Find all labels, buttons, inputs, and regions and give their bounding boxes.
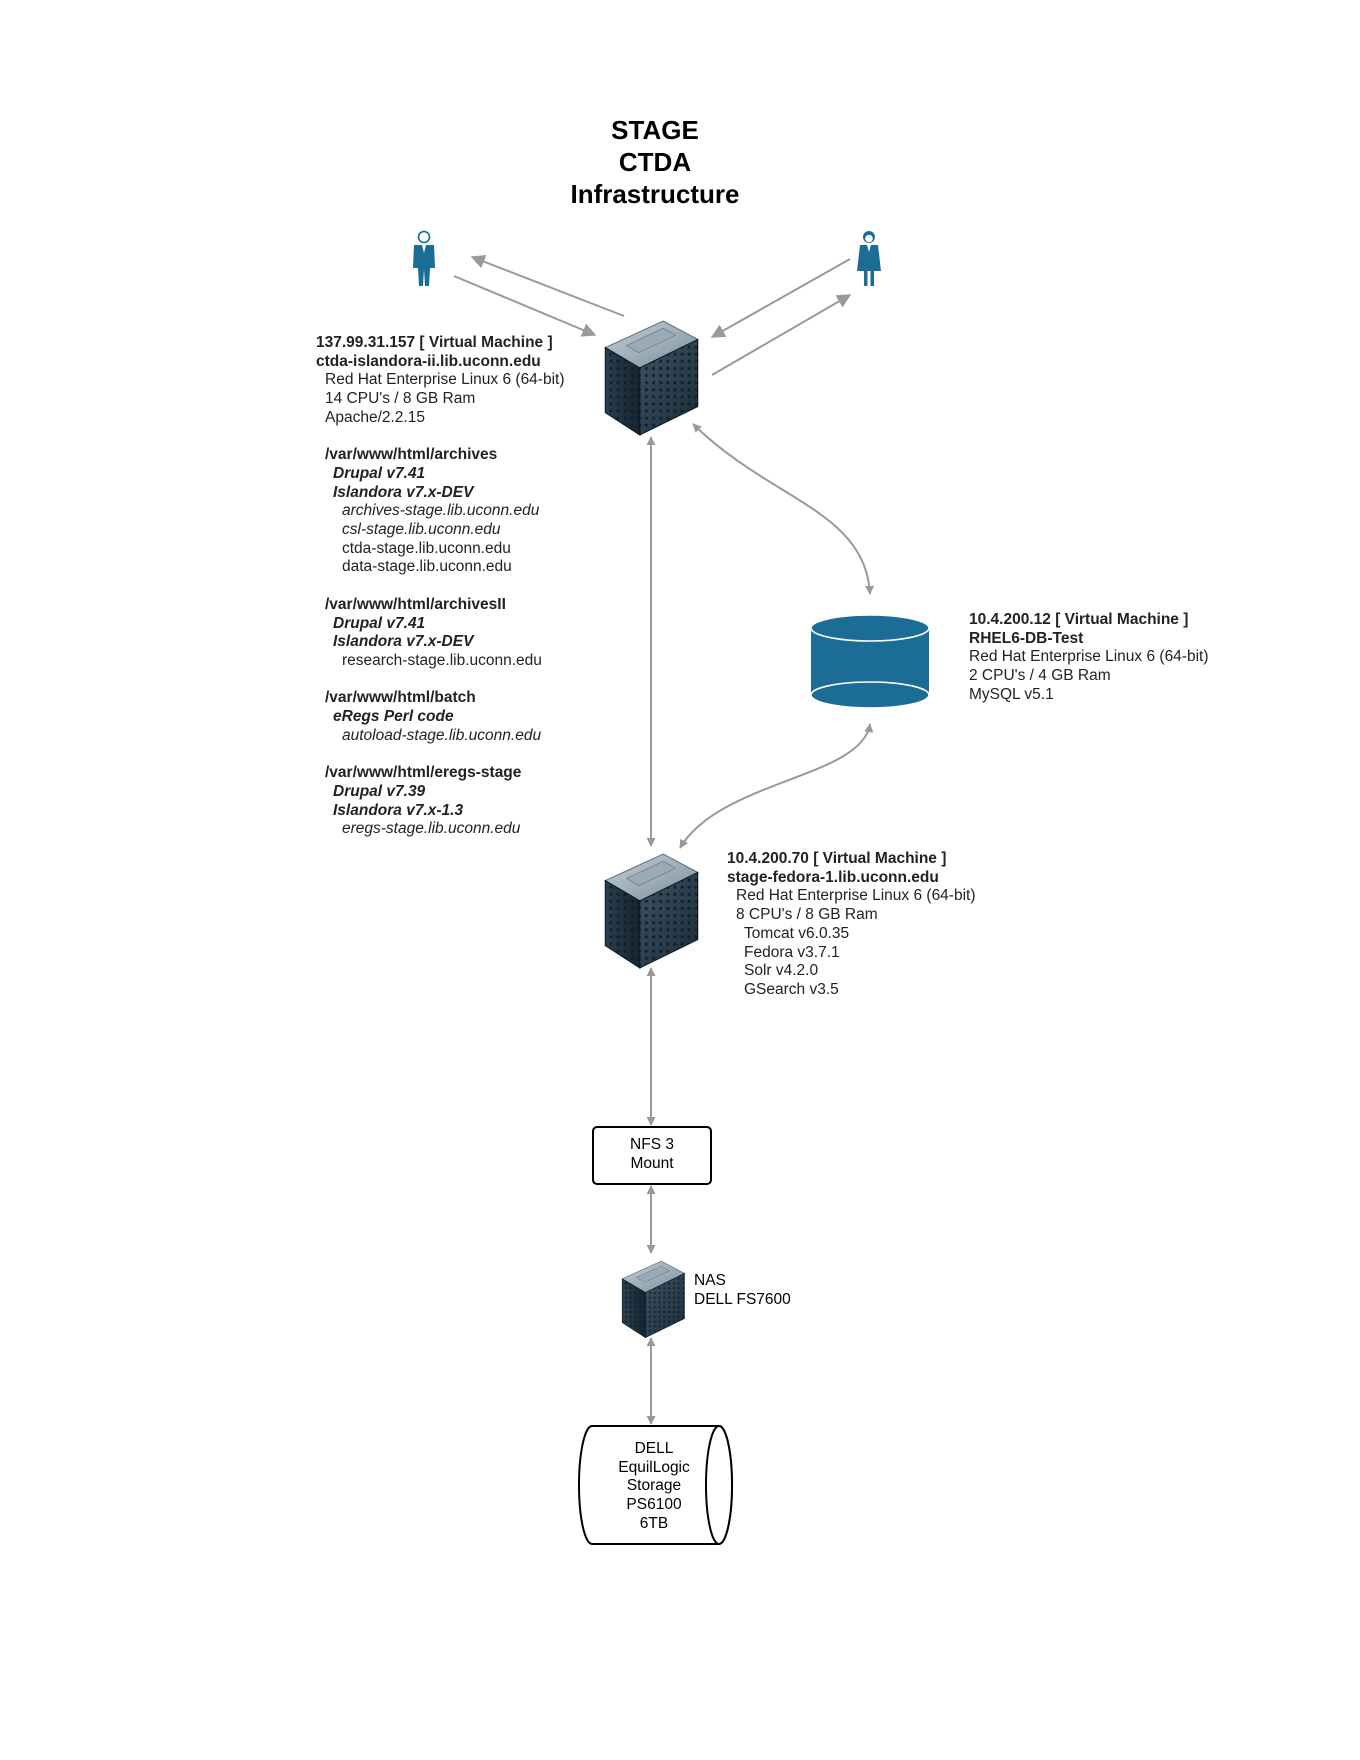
nas-server-icon bbox=[621, 1260, 685, 1338]
db-server-hostname: RHEL6-DB-Test bbox=[969, 629, 1084, 647]
web-server-icon bbox=[604, 320, 699, 436]
site-domain: research-stage.lib.uconn.edu bbox=[342, 651, 542, 669]
web-server-os: Red Hat Enterprise Linux 6 (64-bit) bbox=[325, 371, 565, 389]
site-drupal: Drupal v7.41 bbox=[333, 614, 426, 632]
arrow-user1-to-server bbox=[453, 275, 597, 337]
arrow-user2-to-server bbox=[710, 258, 851, 338]
fedora-server-solr: Solr v4.2.0 bbox=[744, 962, 819, 980]
site-batch: /var/www/html/batch eRegs Perl code auto… bbox=[316, 689, 565, 745]
db-server-mysql: MySQL v5.1 bbox=[969, 685, 1054, 703]
db-server-header: 10.4.200.12 [ Virtual Machine ] bbox=[969, 611, 1189, 628]
nas-label: NAS DELL FS7600 bbox=[694, 1272, 791, 1308]
site-islandora: Islandora v7.x-DEV bbox=[333, 633, 474, 651]
site-domain: ctda-stage.lib.uconn.edu bbox=[342, 539, 511, 557]
arrow-web-to-db bbox=[692, 423, 875, 595]
web-server-hostname: ctda-islandora-ii.lib.uconn.edu bbox=[316, 352, 541, 370]
web-server-info: 137.99.31.157 [ Virtual Machine ] ctda-i… bbox=[316, 334, 565, 839]
fedora-server-header: 10.4.200.70 [ Virtual Machine ] bbox=[727, 850, 947, 867]
fedora-server-icon bbox=[604, 853, 699, 969]
site-domain: autoload-stage.lib.uconn.edu bbox=[342, 726, 542, 744]
site-path: /var/www/html/archives bbox=[325, 446, 498, 464]
db-server-resources: 2 CPU's / 4 GB Ram bbox=[969, 667, 1111, 685]
storage-label: DELL EquilLogic Storage PS6100 6TB bbox=[618, 1440, 690, 1532]
fedora-server-resources: 8 CPU's / 8 GB Ram bbox=[736, 906, 878, 924]
site-domain: eregs-stage.lib.uconn.edu bbox=[342, 820, 521, 838]
database-cylinder-icon bbox=[810, 614, 930, 709]
site-domain: data-stage.lib.uconn.edu bbox=[342, 558, 512, 576]
page-title: STAGE CTDA Infrastructure bbox=[570, 115, 740, 209]
site-domain: archives-stage.lib.uconn.edu bbox=[342, 502, 540, 520]
site-eregs-stage: /var/www/html/eregs-stage Drupal v7.39 I… bbox=[316, 764, 565, 839]
site-domain: csl-stage.lib.uconn.edu bbox=[342, 521, 501, 539]
site-path: /var/www/html/archivesII bbox=[325, 595, 506, 613]
arrow-db-to-fedora bbox=[679, 723, 874, 849]
site-path: /var/www/html/batch bbox=[325, 689, 476, 707]
arrow-server-to-user1 bbox=[470, 255, 625, 317]
fedora-server-gsearch: GSearch v3.5 bbox=[744, 980, 839, 998]
nfs-mount-box bbox=[592, 1126, 712, 1185]
db-server-os: Red Hat Enterprise Linux 6 (64-bit) bbox=[969, 648, 1209, 666]
web-server-apache: Apache/2.2.15 bbox=[325, 408, 425, 426]
fedora-server-tomcat: Tomcat v6.0.35 bbox=[744, 924, 850, 942]
site-islandora: Islandora v7.x-DEV bbox=[333, 483, 474, 501]
site-islandora: Islandora v7.x-1.3 bbox=[333, 801, 464, 819]
db-server-info: 10.4.200.12 [ Virtual Machine ] RHEL6-DB… bbox=[969, 611, 1209, 705]
site-code: eRegs Perl code bbox=[333, 708, 454, 726]
fedora-server-fedora: Fedora v3.7.1 bbox=[744, 943, 840, 961]
nfs-mount-label: NFS 3 Mount bbox=[630, 1136, 674, 1172]
fedora-server-info: 10.4.200.70 [ Virtual Machine ] stage-fe… bbox=[727, 850, 976, 1000]
woman-user-icon bbox=[857, 231, 881, 286]
man-user-icon bbox=[413, 230, 435, 286]
site-archivesii: /var/www/html/archivesII Drupal v7.41 Is… bbox=[316, 596, 565, 671]
site-path: /var/www/html/eregs-stage bbox=[325, 764, 522, 782]
web-server-header: 137.99.31.157 [ Virtual Machine ] bbox=[316, 334, 553, 351]
arrow-server-to-user2 bbox=[711, 294, 852, 376]
site-drupal: Drupal v7.41 bbox=[333, 464, 426, 482]
web-server-resources: 14 CPU's / 8 GB Ram bbox=[325, 390, 476, 408]
site-archives: /var/www/html/archives Drupal v7.41 Isla… bbox=[316, 446, 565, 577]
storage-drum-icon bbox=[578, 1425, 733, 1545]
fedora-server-hostname: stage-fedora-1.lib.uconn.edu bbox=[727, 868, 939, 886]
fedora-server-os: Red Hat Enterprise Linux 6 (64-bit) bbox=[736, 887, 976, 905]
site-drupal: Drupal v7.39 bbox=[333, 782, 426, 800]
